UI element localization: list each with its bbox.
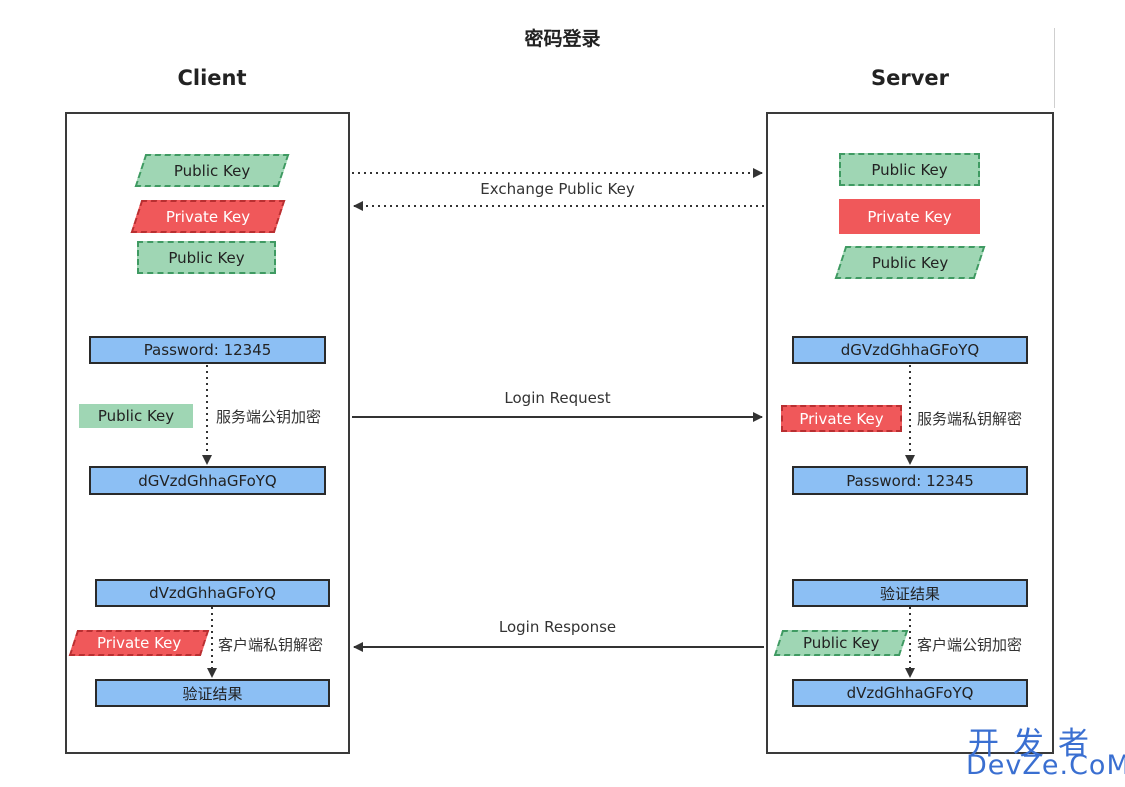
server-public-key-received: Public Key: [834, 246, 986, 279]
divider: [1054, 28, 1055, 108]
client-public-key: Public Key: [137, 241, 276, 274]
server-private-key: Private Key: [839, 199, 980, 234]
server-public-key: Public Key: [839, 153, 980, 186]
client-encrypt-note: 服务端公钥加密: [216, 408, 322, 426]
client-decrypt-key: Private Key: [68, 630, 210, 656]
response-label: Login Response: [498, 618, 617, 636]
client-encrypt-key: Public Key: [79, 404, 193, 428]
server-decrypt-note: 服务端私钥解密: [917, 410, 1023, 428]
exchange-label: Exchange Public Key: [480, 180, 635, 198]
server-password-box: Password: 12345: [792, 466, 1028, 495]
watermark-en: DevZe.CoM: [966, 750, 1125, 781]
diagram-title: 密码登录: [524, 28, 601, 50]
client-public-key-received: Public Key: [134, 154, 290, 187]
client-private-key: Private Key: [130, 200, 286, 233]
server-response-cipher-box: dVzdGhhaGFoYQ: [792, 679, 1028, 707]
server-encrypt-note: 客户端公钥加密: [917, 636, 1023, 654]
server-cipher-box: dGVzdGhhaGFoYQ: [792, 336, 1028, 364]
client-result-box: 验证结果: [95, 679, 330, 707]
client-response-cipher-box: dVzdGhhaGFoYQ: [95, 579, 330, 607]
request-label: Login Request: [504, 389, 611, 407]
watermark-cn: 开发者: [968, 726, 1103, 762]
client-cipher-box: dGVzdGhhaGFoYQ: [89, 466, 326, 495]
client-heading: Client: [177, 66, 247, 90]
server-result-box: 验证结果: [792, 579, 1028, 607]
client-password-box: Password: 12345: [89, 336, 326, 364]
client-decrypt-note: 客户端私钥解密: [218, 636, 324, 654]
server-encrypt-key: Public Key: [773, 630, 909, 656]
server-decrypt-key: Private Key: [781, 405, 902, 432]
server-heading: Server: [870, 66, 949, 90]
